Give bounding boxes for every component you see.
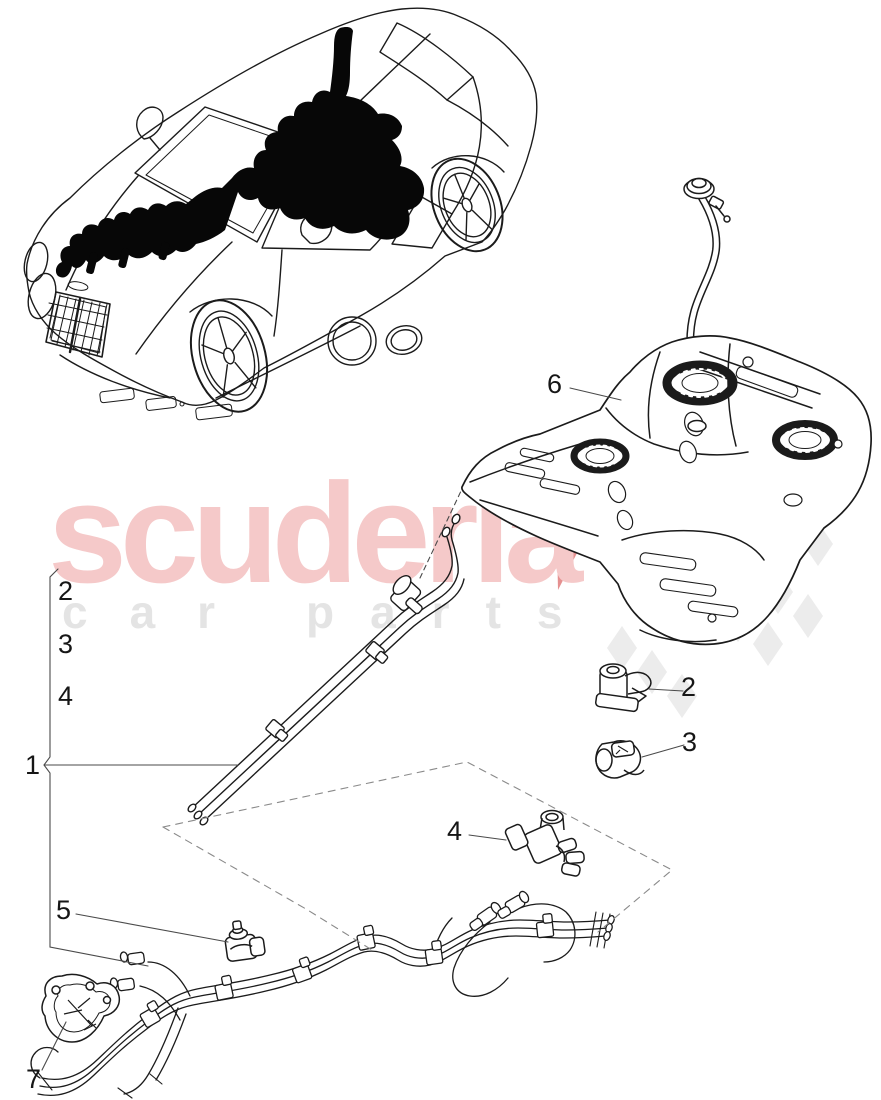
- elbow-fitting: [390, 575, 423, 615]
- wiring-harness-silhouette: [55, 27, 425, 278]
- vehicle-illustration: [23, 7, 538, 421]
- harness-connectors: [86, 241, 170, 275]
- leader-line-part5: [75, 913, 229, 943]
- fuel-tank-assembly: [461, 177, 872, 646]
- callout-label-5: 5: [56, 895, 72, 925]
- watermark-sub-text-car: car: [62, 586, 257, 638]
- leader-line-part4: [468, 834, 507, 841]
- lower-fuel-line-assembly: [30, 890, 615, 1099]
- callout-label-2-list: 2: [58, 576, 74, 606]
- leader-line-part6: [569, 387, 622, 401]
- line-clip: [139, 913, 555, 1028]
- fuel-pump-flange: [570, 360, 838, 474]
- retaining-clip-part2: [594, 663, 652, 713]
- callout-label-2-clip: 2: [681, 672, 697, 702]
- mounting-bracket-part7: [41, 973, 121, 1043]
- check-valve-part4: [504, 809, 585, 877]
- callout-label-1: 1: [25, 750, 41, 780]
- quick-connector: [109, 951, 146, 992]
- callout-label-3-list: 3: [58, 629, 74, 659]
- left-mirror: [136, 106, 164, 140]
- headlights: [23, 241, 423, 366]
- line-clip: [265, 641, 389, 742]
- callout-label-4-valve: 4: [447, 816, 463, 846]
- grille: [45, 281, 111, 358]
- callout-label-4-list: 4: [58, 681, 74, 711]
- leader-line-part2: [648, 688, 684, 692]
- callout-label-7: 7: [26, 1064, 42, 1094]
- fuel-filler-cap: [683, 177, 731, 223]
- hose-clamp-part5: [224, 920, 266, 962]
- rubber-grommet-part3: [595, 740, 645, 779]
- dashed-outline: [162, 761, 673, 933]
- callout-leader-lines: [41, 387, 685, 1071]
- front-left-wheel: [189, 299, 269, 413]
- callout-label-6: 6: [547, 369, 563, 399]
- dashed-leader-to-tank: [419, 490, 462, 579]
- upper-fuel-line-bundle: [187, 513, 465, 826]
- callout-label-3-grommet: 3: [682, 727, 698, 757]
- dashed-outline: [162, 826, 373, 951]
- windshield: [134, 106, 311, 243]
- quick-connector: [469, 890, 530, 932]
- leader-line-part3: [641, 744, 685, 758]
- front-bumper-vents: [99, 387, 233, 421]
- rear-left-wheel: [430, 157, 504, 253]
- watermark-sub-text-parts: parts: [306, 586, 598, 638]
- fuel-tank-body: [461, 335, 872, 646]
- leader-line-part7: [41, 1021, 67, 1071]
